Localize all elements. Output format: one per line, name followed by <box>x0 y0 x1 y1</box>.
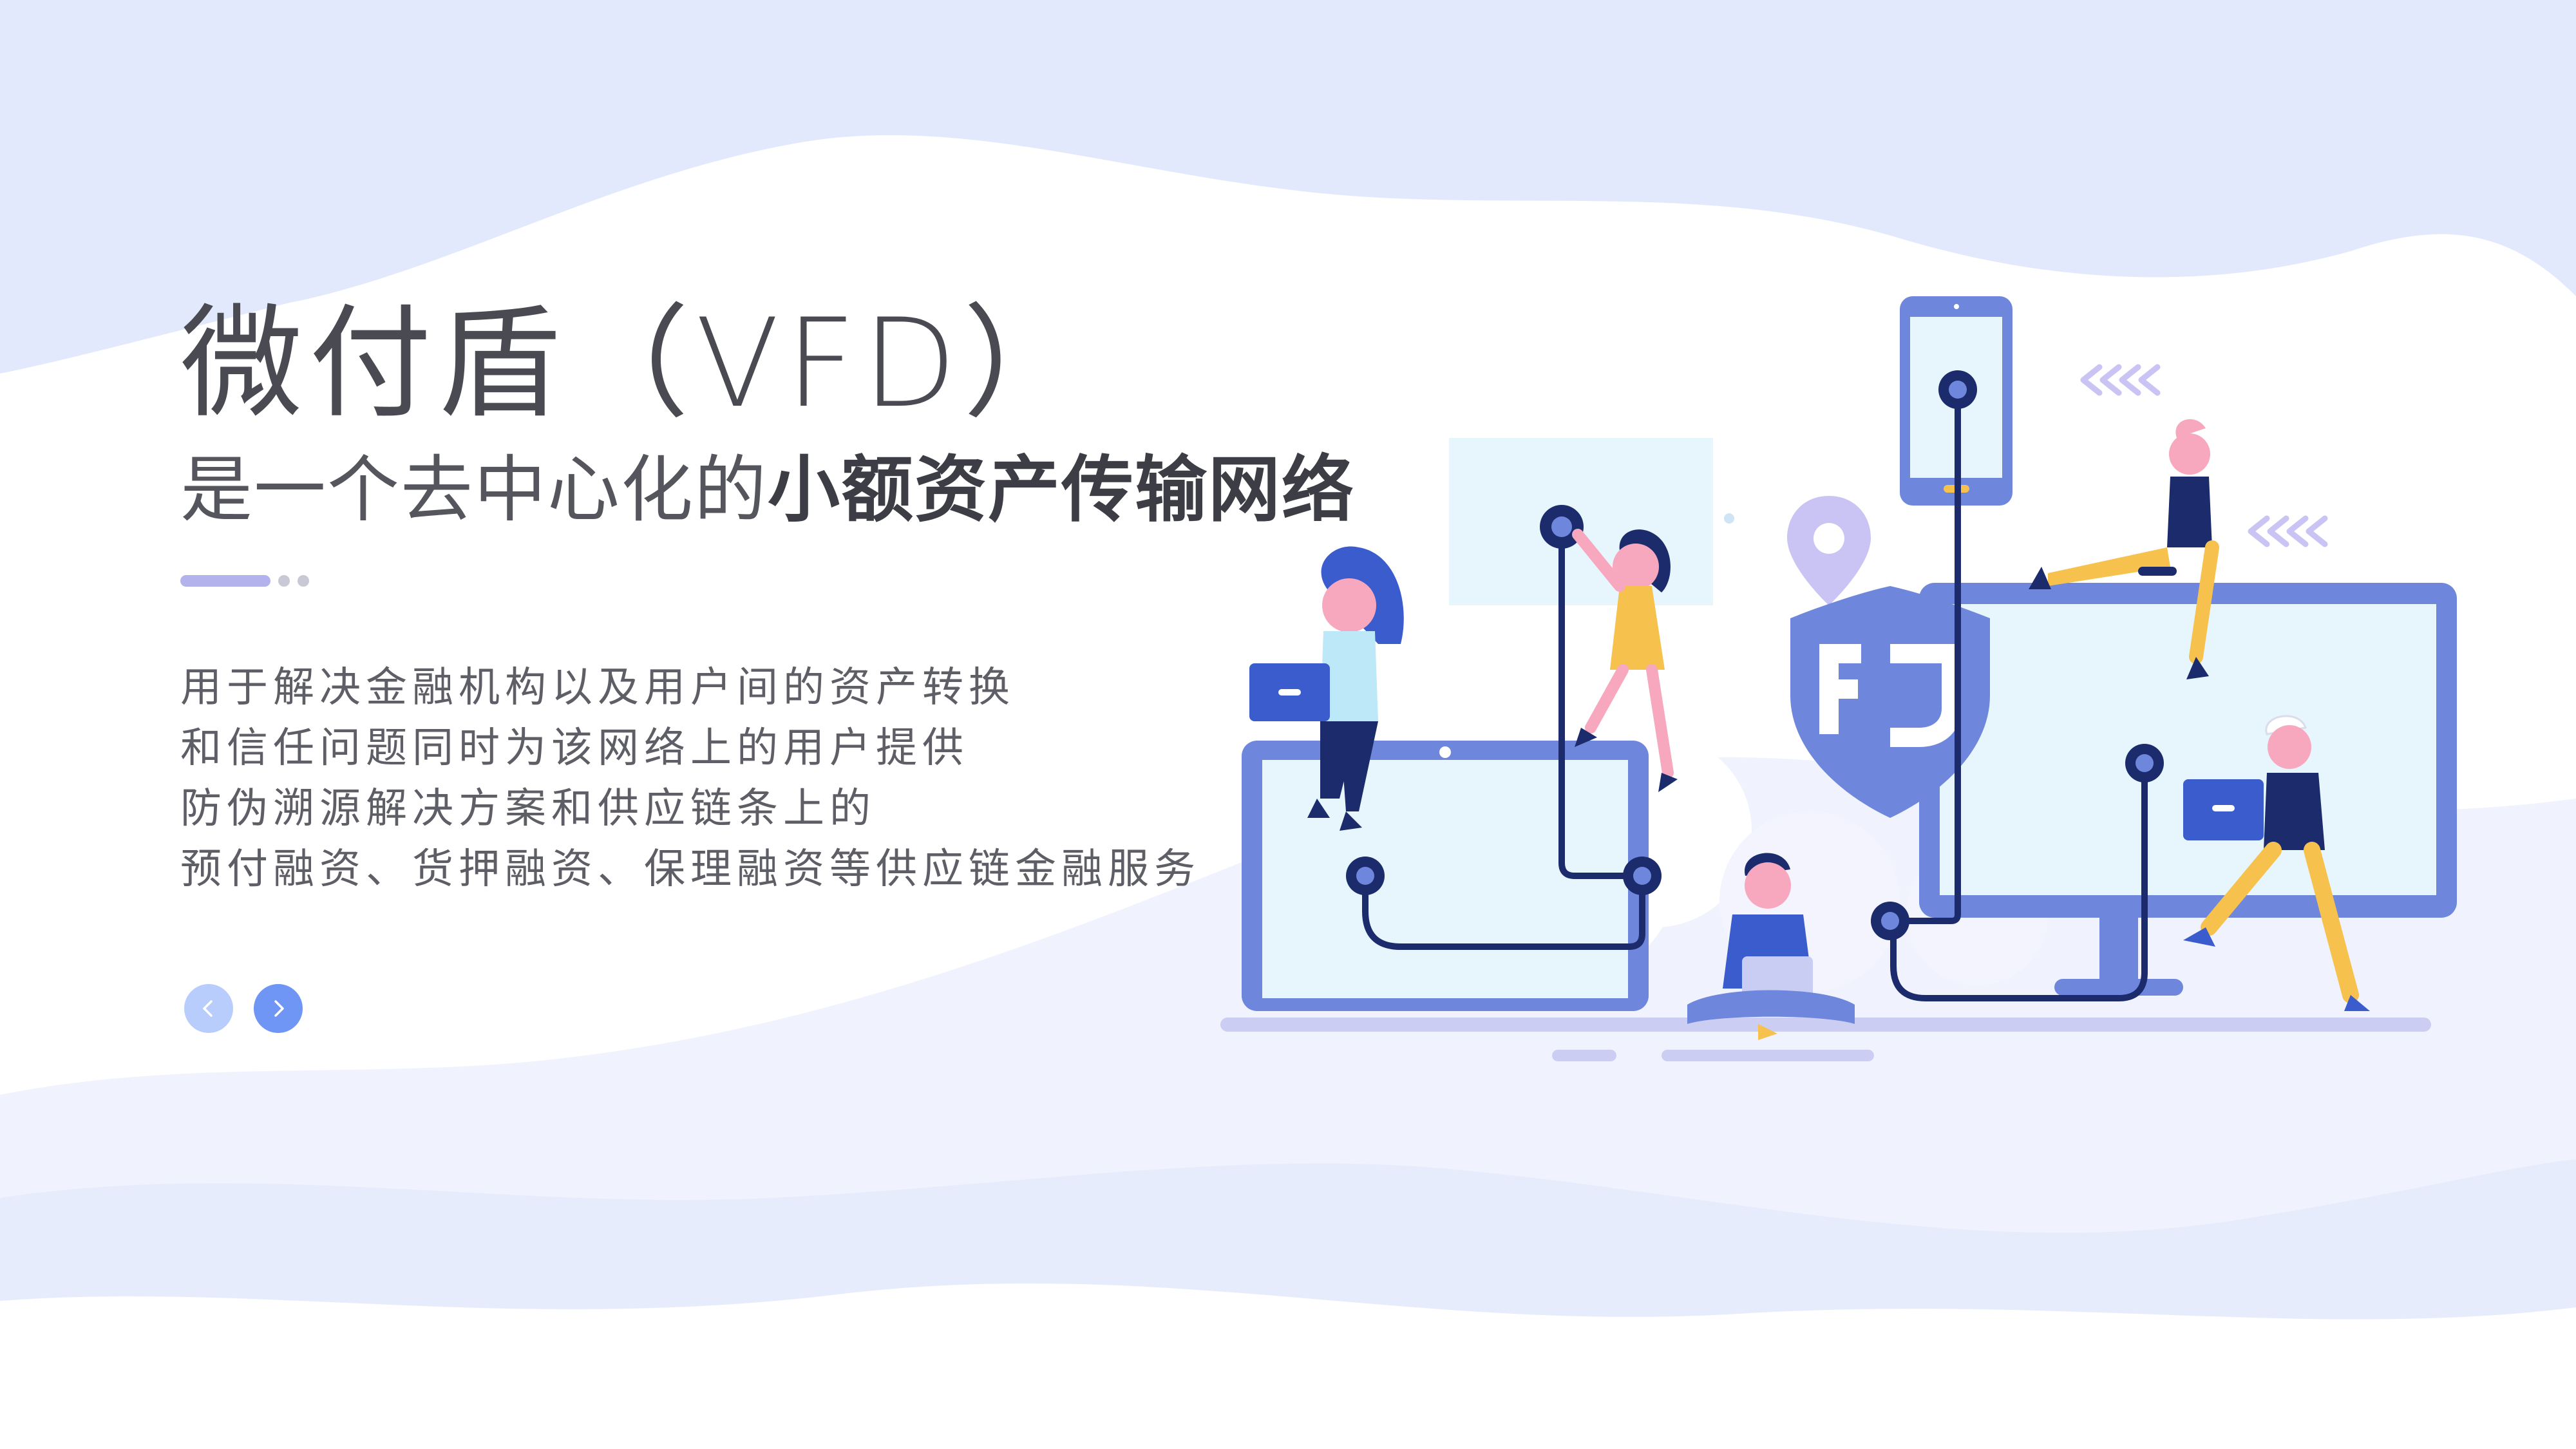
carousel-prev-button[interactable] <box>184 984 233 1033</box>
hero-title: 微付盾（VFD） <box>180 292 1092 435</box>
divider-bar <box>180 575 270 587</box>
title-divider <box>180 575 1404 587</box>
carousel-nav <box>184 984 323 1033</box>
description-line: 预付融资、货押融资、保理融资等供应链金融服务 <box>180 846 1200 894</box>
woman-with-laptop <box>1249 546 1404 831</box>
description-line: 防伪溯源解决方案和供应链条上的 <box>180 785 876 833</box>
description-line: 用于解决金融机构以及用户间的资产转换 <box>180 664 1015 712</box>
hero-subtitle: 是一个去中心化的小额资产传输网络 <box>180 448 1404 532</box>
carousel-next-button[interactable] <box>254 984 303 1033</box>
hero-subtitle-emphasis: 小额资产传输网络 <box>768 448 1355 532</box>
man-sitting-on-monitor <box>2029 419 2219 679</box>
man-carrying-laptop <box>2183 715 2370 1011</box>
chevron-arrows-icon <box>2080 364 2328 547</box>
hero-illustration <box>1220 296 2457 1061</box>
girl-climbing <box>1572 529 1678 792</box>
divider-dot <box>298 575 309 587</box>
man-sitting-with-laptop <box>1687 853 1855 1040</box>
chevron-right-icon <box>274 1000 284 1017</box>
hero-subtitle-prefix: 是一个去中心化的 <box>180 448 768 532</box>
vfd-shield-logo-icon <box>1790 586 1990 818</box>
hero-description: 用于解决金融机构以及用户间的资产转换 和信任问题同时为该网络上的用户提供 防伪溯… <box>180 658 1404 900</box>
hero-text-block: 微付盾（VFD） 是一个去中心化的小额资产传输网络 用于解决金融机构以及用户间的… <box>180 303 1404 900</box>
chevron-left-icon <box>203 1000 213 1017</box>
description-line: 和信任问题同时为该网络上的用户提供 <box>180 724 969 773</box>
divider-dot <box>278 575 290 587</box>
location-pin-icon <box>1787 496 1871 605</box>
